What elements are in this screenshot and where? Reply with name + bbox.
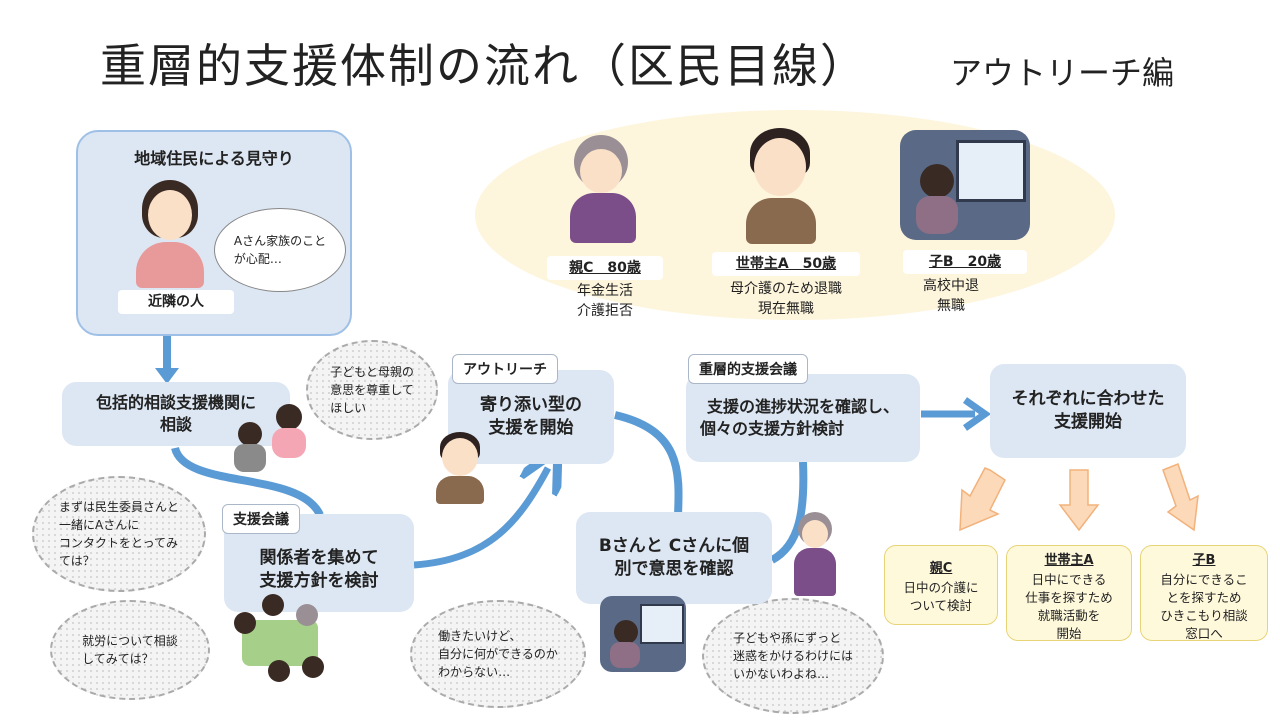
family-desc-parent: 年金生活介護拒否	[577, 283, 633, 319]
neighbor-illustration	[130, 180, 210, 290]
result-head: 世帯主A 日中にできる仕事を探すため就職活動を開始	[1006, 545, 1132, 641]
down-arrow-left	[959, 467, 1006, 532]
family-desc-head: 母介護のため退職現在無職	[730, 281, 842, 317]
counselor-illustration	[232, 402, 308, 474]
down-arrow-right	[1162, 463, 1199, 532]
tag-support-meeting: 支援会議	[222, 504, 300, 534]
result-child: 子B 自分にできることを探すためひきこもり相談窓口へ	[1140, 545, 1268, 641]
bubble-contact: まずは民生委員さんと一緒にAさんにコンタクトをとってみては？	[32, 476, 206, 592]
father-illustration	[740, 128, 820, 244]
page-title: 重層的支援体制の流れ（区民目線）	[100, 39, 868, 93]
step-multi-meeting: 支援の進捗状況を確認し、個々の支援方針検討	[686, 374, 920, 462]
family-desc-child: 高校中退無職	[923, 278, 979, 314]
neighbor-label: 近隣の人	[118, 290, 234, 314]
arrow-head-watch	[155, 368, 179, 384]
grandmother-illustration	[560, 135, 640, 245]
father-small-illustration	[432, 432, 488, 504]
child-small-illustration	[600, 596, 686, 672]
speech-bubble-worry: Aさん家族のことが心配…	[214, 208, 346, 292]
child-room-illustration	[900, 130, 1030, 240]
result-down-arrows	[959, 463, 1199, 532]
tag-multi-meeting: 重層的支援会議	[688, 354, 808, 384]
family-label-child: 子B 20歳	[903, 250, 1027, 274]
arrow-head-multi	[962, 397, 992, 431]
step-start: それぞれに合わせた支援開始	[990, 364, 1186, 458]
bubble-respect: 子どもと母親の意思を尊重してほしい	[306, 340, 438, 440]
watch-heading: 地域住民による見守り	[134, 149, 294, 168]
tag-outreach: アウトリーチ	[452, 354, 558, 384]
bubble-work: 就労について相談してみては？	[50, 600, 210, 700]
curve-consult-to-meeting	[171, 446, 324, 518]
curve-outreach-to-confirm	[614, 411, 683, 516]
family-label-parent: 親C 80歳	[547, 256, 663, 280]
bubble-no-burden: 子どもや孫にずっと迷惑をかけるわけにはいかないわよね…	[702, 598, 884, 714]
family-label-head: 世帯主A 50歳	[712, 252, 860, 276]
result-parent: 親C 日中の介護について検討	[884, 545, 998, 625]
curve-meeting-to-outreach	[413, 468, 548, 569]
down-arrow-center	[1058, 469, 1100, 532]
page-subtitle: アウトリーチ編	[950, 54, 1175, 92]
step-confirm: Bさんと Cさんに個別で意思を確認	[576, 512, 772, 604]
bubble-want-work: 働きたいけど、自分に何ができるのかわからない…	[410, 600, 586, 708]
grandmother-small-illustration	[790, 512, 840, 598]
meeting-illustration	[232, 590, 328, 686]
